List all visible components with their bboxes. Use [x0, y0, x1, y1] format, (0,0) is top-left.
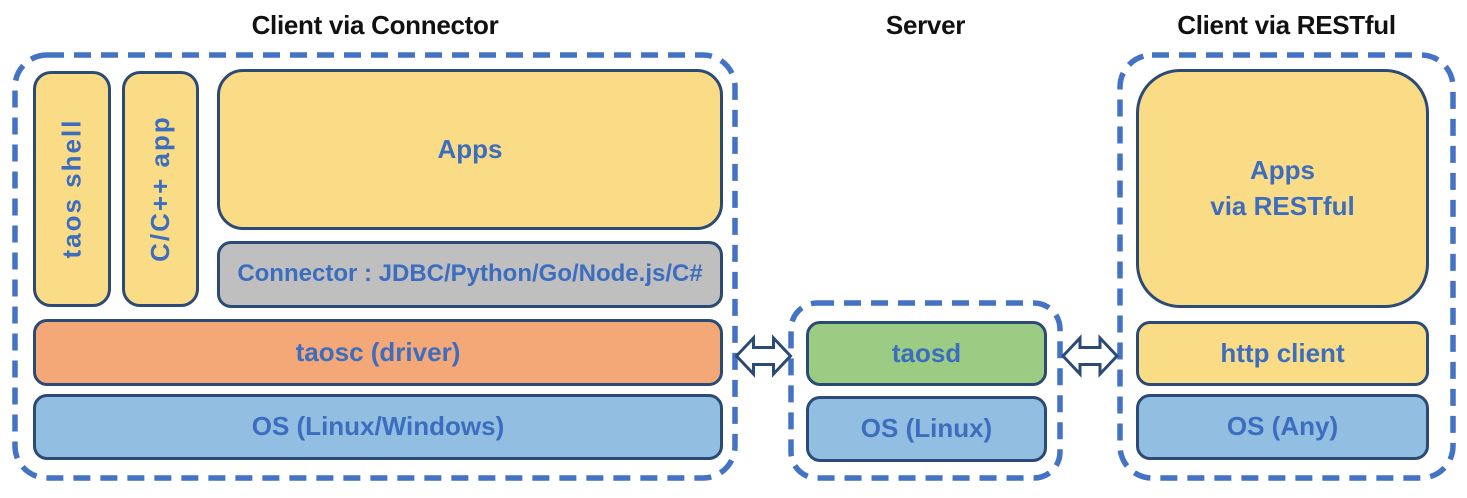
box-apps-via-restful: Apps via RESTful [1136, 69, 1429, 308]
restful-client-group-outline [1117, 52, 1456, 481]
connector-client-group-outline [12, 52, 738, 481]
server-title: Server [885, 10, 966, 40]
restful-client-title: Client via RESTful [1177, 10, 1396, 40]
double-arrow-icon [1060, 334, 1120, 378]
box-apps: Apps [217, 69, 723, 230]
box-taos-shell: taos shell [33, 71, 111, 307]
box-os-linux-windows: OS (Linux/Windows) [33, 394, 723, 460]
taos-shell-label: taos shell [56, 119, 87, 259]
box-taosc-driver: taosc (driver) [33, 319, 723, 386]
box-http-client: http client [1136, 321, 1429, 386]
connector-client-title: Client via Connector [251, 10, 499, 40]
box-os-linux: OS (Linux) [806, 396, 1047, 462]
server-group-outline [788, 300, 1063, 481]
double-arrow-icon [734, 334, 793, 378]
box-cpp-app: C/C++ app [122, 71, 199, 307]
box-os-any: OS (Any) [1136, 394, 1429, 460]
box-connector: Connector : JDBC/Python/Go/Node.js/C# [217, 241, 723, 308]
cpp-app-label: C/C++ app [144, 115, 175, 263]
box-taosd: taosd [806, 321, 1047, 386]
